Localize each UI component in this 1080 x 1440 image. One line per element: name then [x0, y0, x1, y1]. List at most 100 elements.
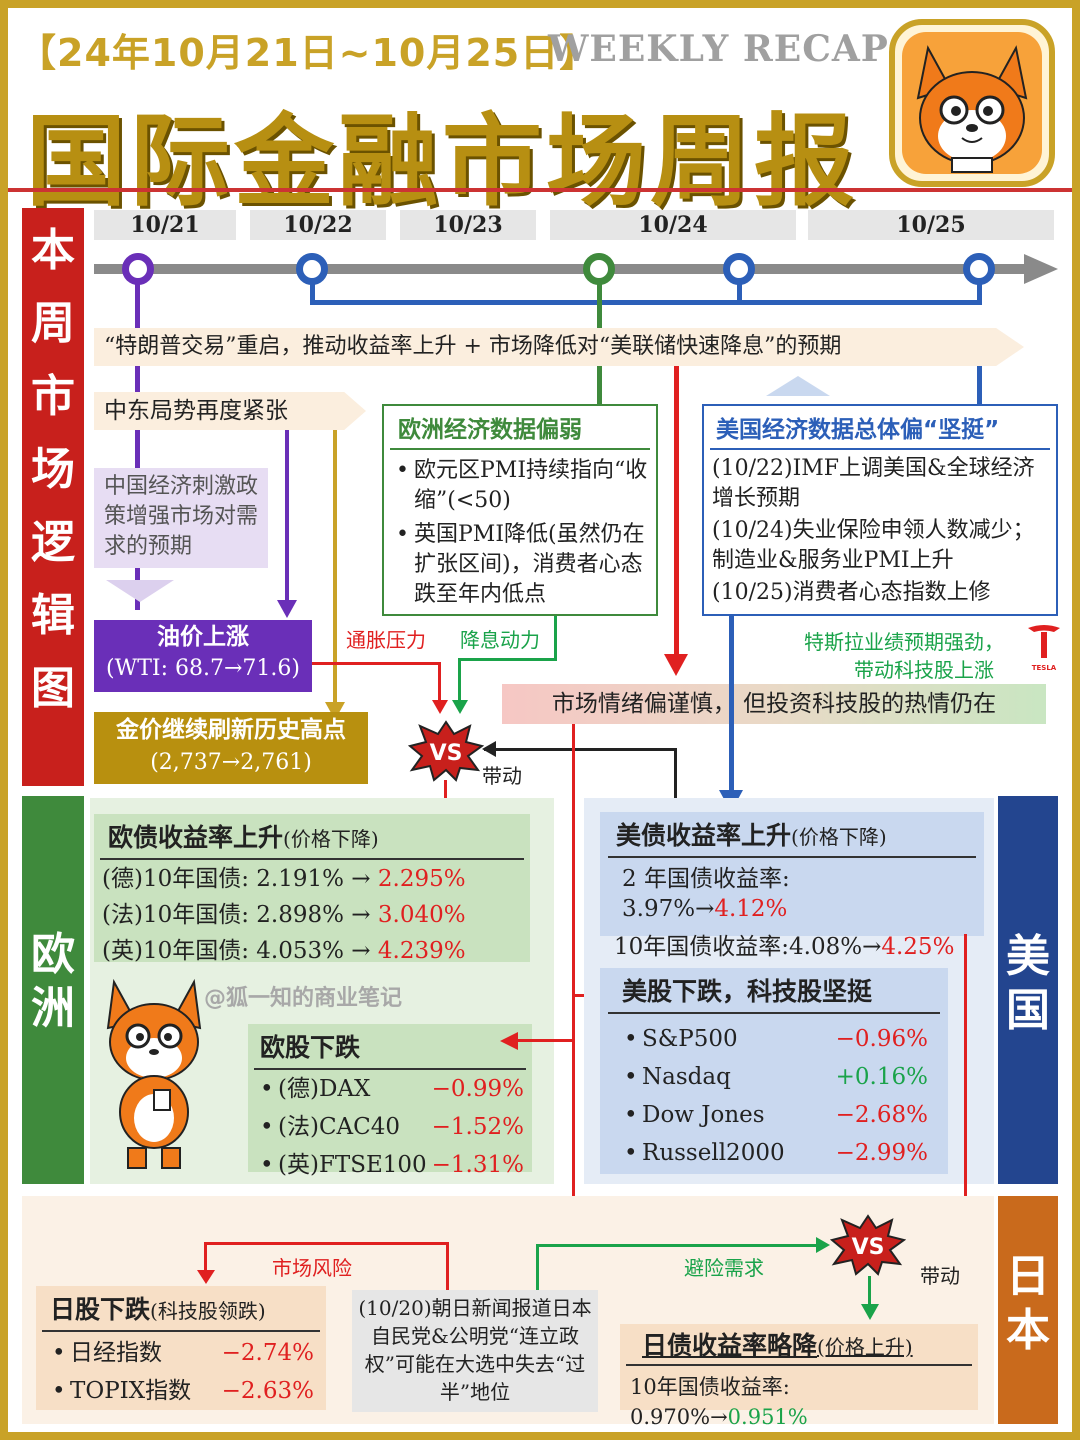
vs-japan-text: VS — [852, 1235, 885, 1260]
vs-drive-line — [484, 748, 676, 751]
timeline-axis — [94, 264, 1028, 274]
to-us-stock-line — [572, 994, 592, 997]
us-data-item: (10/22)IMF上调美国&全球经济增长预期 — [712, 456, 1035, 511]
safe-haven-line-h — [536, 1244, 818, 1247]
date-10-22: 10/22 — [250, 210, 386, 240]
date-10-21: 10/21 — [94, 210, 236, 240]
us-bond-title: 美债收益率上升 — [616, 821, 792, 850]
jp-stock-box: 日股下跌(科技股领跌) 日经指数−2.74% TOPIX指数−2.63% — [36, 1286, 326, 1410]
trump-trade-banner: “特朗普交易”重启，推动收益率上升 + 市场降低对“美联储快速降息”的预期 — [94, 328, 1024, 366]
sidebar-japan: 日本 — [998, 1196, 1058, 1424]
eu-bond-row: (德)10年国债: 2.191% → 2.295% — [102, 866, 466, 892]
us-stock-title: 美股下跌，科技股坚挺 — [608, 968, 940, 1014]
tesla-logo-text: TESLA — [1031, 664, 1057, 672]
us-stock-row: Nasdaq+0.16% — [620, 1062, 928, 1092]
japan-vs-down — [868, 1276, 871, 1306]
eu-stock-title: 欧股下跌 — [254, 1024, 526, 1070]
ratecut-line-head — [452, 700, 468, 714]
us-bond-row: 2 年国债收益率: 3.97%→4.12% — [622, 866, 790, 922]
sentiment-text: 市场情绪偏谨慎， 但投资科技股的热情仍在 — [551, 691, 997, 717]
oil-title: 油价上涨 — [157, 624, 249, 650]
vs-badge-japan-icon: VS — [829, 1214, 907, 1276]
sidebar-logic: 本周市场逻辑图 — [22, 208, 84, 786]
eu-stock-row: (法)CAC40−1.52% — [256, 1112, 524, 1142]
vs-drive-label: 带动 — [482, 764, 522, 788]
gold-detail: (2,737→2,761) — [150, 750, 312, 775]
safe-haven-label: 避险需求 — [684, 1256, 764, 1280]
eu-data-item: 英国PMI降低(虽然仍在扩张区间)，消费者心态跌至年内低点 — [392, 520, 648, 610]
eu-data-title: 欧洲经济数据偏弱 — [390, 406, 650, 450]
china-stimulus-arrow — [106, 580, 174, 602]
us-bond-red-v — [964, 934, 967, 1248]
node-10-21 — [122, 253, 154, 285]
sidebar-usa: 美国 — [998, 796, 1058, 1184]
vs-badge-icon: VS — [407, 720, 485, 782]
header-divider — [8, 188, 1072, 192]
mideast-line-purple-head — [277, 600, 297, 618]
jp-stock-sub: (科技股领跌) — [150, 1299, 266, 1323]
connector-red — [674, 364, 679, 656]
us-data-down-line — [729, 616, 734, 792]
japan-drive-label: 带动 — [920, 1264, 960, 1288]
timeline-arrow-head — [1024, 254, 1058, 284]
mideast-line-purple — [285, 430, 289, 600]
node-10-22 — [296, 253, 328, 285]
us-bond-row: 10年国债收益率:4.08%→4.25% — [614, 934, 955, 960]
eu-bond-title: 欧债收益率上升 — [108, 823, 284, 852]
market-risk-head — [197, 1270, 215, 1284]
node-10-24a — [583, 253, 615, 285]
inflation-line-head — [432, 700, 448, 714]
us-data-item: (10/25)消费者心态指数上修 — [712, 580, 991, 605]
node-10-24b — [723, 253, 755, 285]
oil-price-box: 油价上涨 (WTI: 68.7→71.6) — [94, 620, 312, 692]
tesla-logo-icon: TESLA — [1024, 624, 1064, 674]
us-stock-row: Dow Jones−2.68% — [620, 1100, 928, 1130]
eu-stock-row: (德)DAX−0.99% — [256, 1074, 524, 1104]
vs-text: VS — [430, 741, 463, 766]
sidebar-europe-label: 欧洲 — [31, 929, 75, 1034]
page-title: 国际金融市场周报 — [26, 103, 858, 220]
vs-drive-head — [482, 741, 496, 757]
eu-bond-box: 欧债收益率上升(价格下降) (德)10年国债: 2.191% → 2.295% … — [94, 814, 530, 964]
market-risk-line-v2 — [446, 1242, 449, 1290]
us-data-arrow-up — [766, 376, 830, 396]
china-stimulus-box: 中国经济刺激政策增强市场对需求的预期 — [94, 468, 268, 568]
us-stock-row: Russell2000−2.99% — [620, 1138, 928, 1168]
connector-purple — [135, 280, 140, 610]
mideast-line-gold — [333, 430, 337, 702]
inflation-line-v — [438, 662, 441, 702]
us-data-item: (10/24)失业保险申领人数减少；制造业&服务业PMI上升 — [712, 518, 1035, 573]
eu-stock-arrow-head — [500, 1032, 518, 1050]
safe-haven-line-v — [536, 1244, 539, 1292]
safe-haven-head — [816, 1237, 830, 1253]
weekly-recap-label: WEEKLY RECAP — [548, 28, 889, 70]
weekly-report: 【24年10月21日~10月25日】 WEEKLY RECAP 国际金融市场周报… — [8, 8, 1072, 1432]
trump-trade-text: “特朗普交易”重启，推动收益率上升 + 市场降低对“美联储快速降息”的预期 — [104, 334, 842, 359]
eu-stock-arrow-line — [516, 1039, 574, 1042]
tesla-note-line2: 带动科技股上涨 — [854, 658, 994, 682]
fox-mascot-icon — [888, 18, 1056, 188]
sentiment-red-v — [572, 724, 575, 1216]
us-bond-sub: (价格下降) — [791, 825, 887, 849]
eu-data-item: 欧元区PMI持续指向“收缩”(<50) — [392, 456, 648, 516]
sidebar-logic-label: 本周市场逻辑图 — [31, 225, 75, 714]
ratecut-line-h — [458, 658, 557, 661]
date-10-23: 10/23 — [400, 210, 536, 240]
sidebar-europe: 欧洲 — [22, 796, 84, 1184]
vs-drive-line-v — [674, 748, 677, 810]
eu-data-box: 欧洲经济数据偏弱 欧元区PMI持续指向“收缩”(<50) 英国PMI降低(虽然仍… — [382, 404, 658, 616]
sidebar-usa-label: 美国 — [1006, 931, 1050, 1036]
eu-bond-row: (法)10年国债: 2.898% → 3.040% — [102, 902, 466, 928]
fox-reporter-icon — [94, 972, 214, 1172]
sentiment-banner: 市场情绪偏谨慎， 但投资科技股的热情仍在 — [502, 684, 1046, 724]
jp-stock-row: TOPIX指数−2.63% — [48, 1376, 314, 1406]
china-stimulus-text: 中国经济刺激政策增强市场对需求的预期 — [104, 474, 259, 559]
jp-bond-sub: (价格上升) — [817, 1335, 913, 1359]
connector-blue-m — [737, 280, 742, 304]
date-10-25: 10/25 — [808, 210, 1054, 240]
date-10-24: 10/24 — [550, 210, 796, 240]
tesla-note-line1: 特斯拉业绩预期强劲， — [804, 630, 1004, 654]
mideast-text: 中东局势再度紧张 — [104, 398, 288, 424]
market-risk-line-v1 — [204, 1242, 207, 1272]
eu-bond-sub: (价格下降) — [283, 827, 379, 851]
